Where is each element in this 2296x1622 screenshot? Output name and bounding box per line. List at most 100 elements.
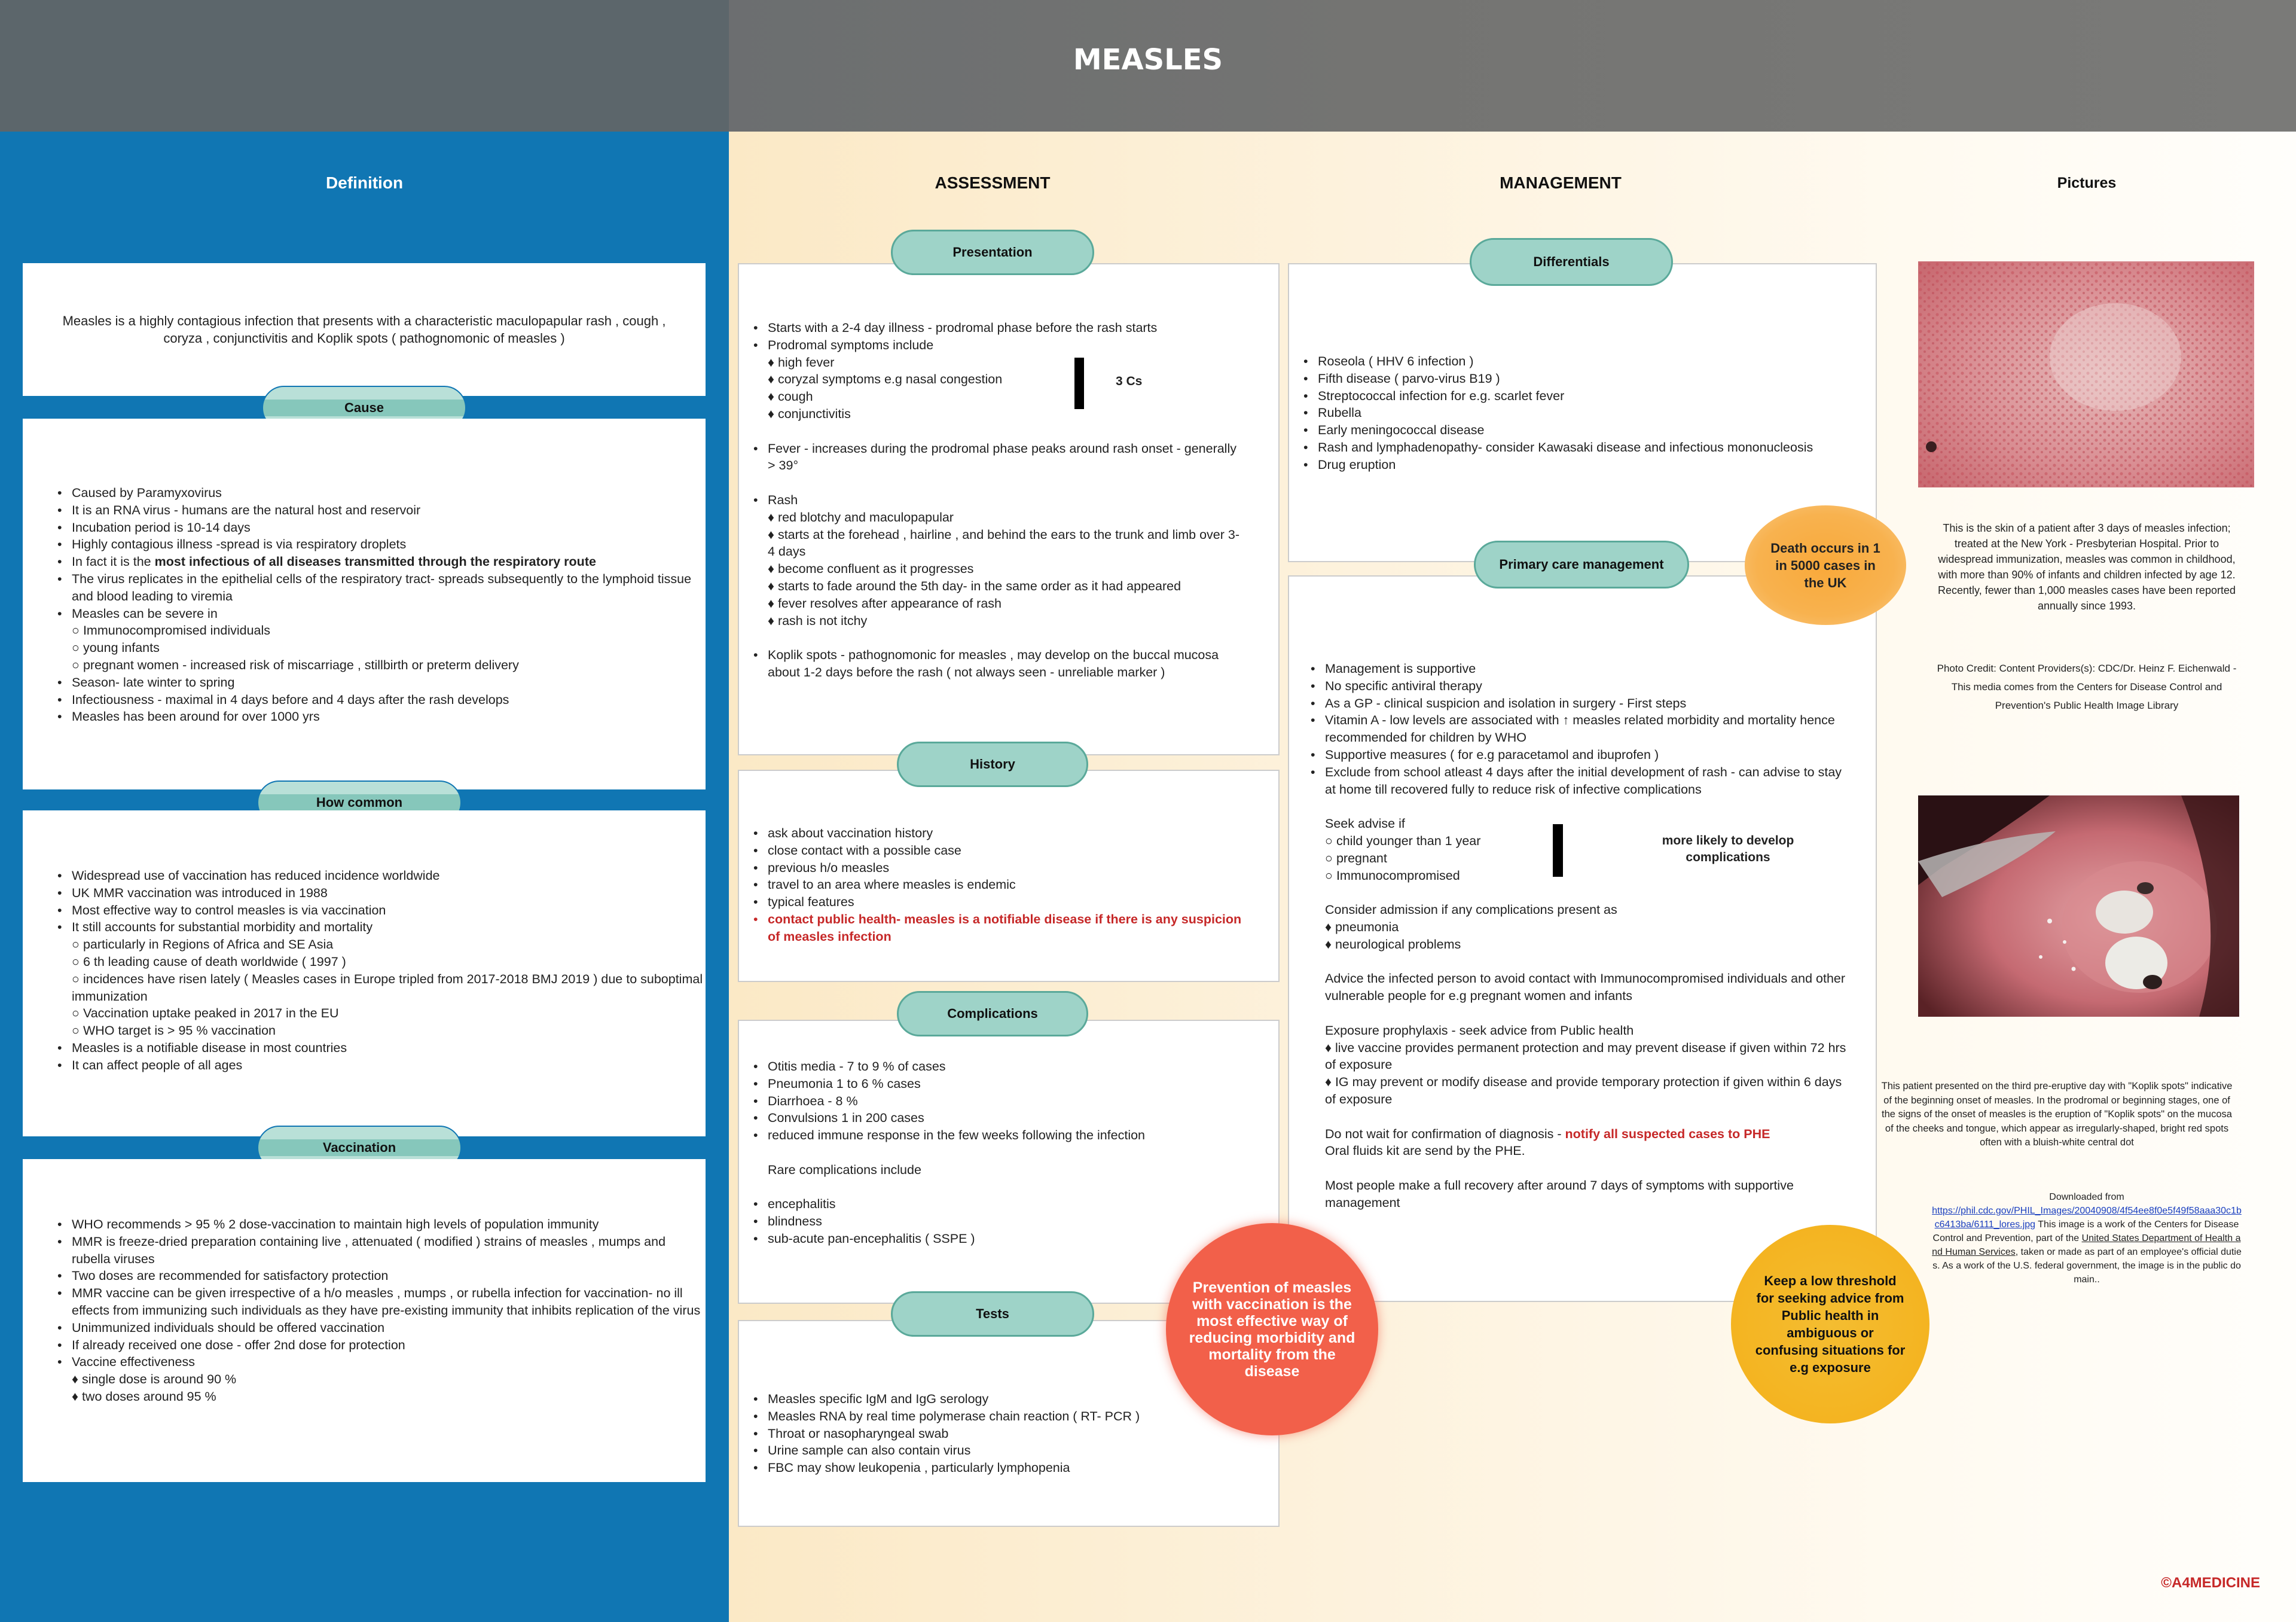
differentials-item: Streptococcal infection for e.g. scarlet…	[1301, 388, 1852, 405]
vaccination-item: WHO recommends > 95 % 2 dose-vaccination…	[55, 1216, 706, 1233]
likely-bracket	[1553, 824, 1563, 877]
presentation-item: ♦ high fever	[768, 355, 835, 370]
how-common-item: ○ 6 th leading cause of death worldwide …	[72, 954, 346, 969]
cause-item: Highly contagious illness -spread is via…	[55, 536, 706, 553]
primary-care-item: Exposure prophylaxis - seek advice from …	[1325, 1023, 1634, 1038]
complications-item: sub-acute pan-encephalitis ( SSPE )	[751, 1230, 1242, 1248]
vaccination-item: Vaccine effectiveness	[55, 1353, 706, 1371]
history-item: ask about vaccination history	[751, 825, 1242, 842]
primary-care-item: ○ child younger than 1 year	[1325, 833, 1481, 848]
primary-care-item: ♦ pneumonia	[1325, 919, 1399, 934]
likely-complications-label: more likely to develop complications	[1662, 834, 1794, 864]
downloaded-from-label: Downloaded from	[2049, 1192, 2124, 1202]
complications-label: Complications	[897, 991, 1088, 1036]
primary-care-item: ♦ live vaccine provides permanent protec…	[1325, 1040, 1846, 1072]
presentation-item	[751, 629, 1242, 647]
primary-care-item: Management is supportive	[1308, 660, 1852, 678]
presentation-item: Fever - increases during the prodromal p…	[751, 440, 1242, 475]
koplik-photo-credit: Downloaded from https://phil.cdc.gov/PHI…	[1931, 1190, 2242, 1286]
presentation-item: Koplik spots - pathognomonic for measles…	[751, 647, 1242, 681]
presentation-item	[751, 423, 1242, 440]
presentation-item: ♦ coryzal symptoms e.g nasal congestion	[768, 372, 1003, 387]
presentation-box: Starts with a 2-4 day illness - prodroma…	[738, 263, 1280, 755]
vaccination-item: If already received one dose - offer 2nd…	[55, 1337, 706, 1354]
history-item: travel to an area where measles is endem…	[751, 876, 1242, 894]
presentation-item: Rash	[751, 492, 1242, 509]
primary-care-label: Primary care management	[1474, 541, 1689, 589]
presentation-item: ♦ starts to fade around the 5th day- in …	[768, 578, 1181, 593]
tests-item: Urine sample can also contain virus	[751, 1442, 1242, 1459]
cause-item: It is an RNA virus - humans are the natu…	[55, 502, 706, 519]
complications-item: Rare complications include	[768, 1162, 921, 1177]
page-title: MEASLES	[1073, 43, 1223, 77]
cause-item: Incubation period is 10-14 days	[55, 519, 706, 536]
how-common-item: Widespread use of vaccination has reduce…	[55, 867, 706, 885]
differentials-label: Differentials	[1470, 238, 1673, 286]
rash-photo-caption: This is the skin of a patient after 3 da…	[1938, 522, 2236, 612]
copyright-label: ©A4MEDICINE	[2161, 1575, 2260, 1591]
image-source-link[interactable]: https://phil.cdc.gov/PHIL_Images/2004090…	[1932, 1206, 2242, 1230]
complications-item	[751, 1179, 1242, 1196]
how-common-item: UK MMR vaccination was introduced in 198…	[55, 885, 706, 902]
primary-care-item	[1308, 1160, 1852, 1177]
how-common-item: ○ Vaccination uptake peaked in 2017 in t…	[72, 1006, 339, 1021]
tests-item: Measles specific IgM and IgG serology	[751, 1391, 1242, 1408]
cause-item: Measles has been around for over 1000 yr…	[55, 708, 706, 725]
primary-care-item: As a GP - clinical suspicion and isolati…	[1308, 695, 1852, 712]
primary-care-item: Exclude from school atleast 4 days after…	[1308, 764, 1852, 798]
koplik-spots-photo	[1918, 795, 2239, 1017]
complications-list: Otitis media - 7 to 9 % of casesPneumoni…	[751, 1058, 1242, 1248]
how-common-item: ○ particularly in Regions of Africa and …	[72, 937, 334, 952]
history-label: History	[897, 742, 1088, 787]
presentation-label: Presentation	[891, 230, 1094, 275]
cause-item: Season- late winter to spring	[55, 674, 706, 691]
primary-care-item	[1308, 798, 1852, 815]
history-item: close contact with a possible case	[751, 842, 1242, 859]
presentation-item: ♦ become confluent as it progresses	[768, 562, 974, 577]
primary-care-item	[1308, 1005, 1852, 1022]
vaccination-box: WHO recommends > 95 % 2 dose-vaccination…	[23, 1159, 706, 1482]
cause-item: ○ young infants	[72, 641, 160, 655]
cause-item: The virus replicates in the epithelial c…	[55, 571, 706, 605]
presentation-item	[751, 474, 1242, 492]
vaccination-item: MMR is freeze-dried preparation containi…	[55, 1233, 706, 1268]
measles-rash-photo	[1918, 261, 2254, 487]
vaccination-item: MMR vaccine can be given irrespective of…	[55, 1285, 706, 1319]
how-common-item: Measles is a notifiable disease in most …	[55, 1039, 706, 1057]
differentials-item: Rubella	[1301, 404, 1852, 422]
cause-item: ○ pregnant women - increased risk of mis…	[72, 657, 519, 672]
differentials-list: Roseola ( HHV 6 infection )Fifth disease…	[1301, 353, 1852, 474]
presentation-item: ♦ red blotchy and maculopapular	[768, 510, 954, 525]
presentation-item: ♦ rash is not itchy	[768, 613, 868, 628]
differentials-item: Early meningococcal disease	[1301, 422, 1852, 439]
complications-item: blindness	[751, 1213, 1242, 1230]
history-box: ask about vaccination historyclose conta…	[738, 770, 1280, 982]
how-common-box: Widespread use of vaccination has reduce…	[23, 810, 706, 1136]
vaccination-item: ♦ two doses around 95 %	[72, 1389, 216, 1404]
definition-box: Measles is a highly contagious infection…	[23, 263, 706, 396]
history-item: previous h/o measles	[751, 859, 1242, 877]
how-common-list: Widespread use of vaccination has reduce…	[55, 867, 706, 1074]
cause-item: ○ Immunocompromised individuals	[72, 623, 271, 638]
threshold-circle: Keep a low threshold for seeking advice …	[1731, 1225, 1929, 1423]
tests-item: FBC may show leukopenia , particularly l…	[751, 1459, 1242, 1477]
primary-care-item: ♦ neurological problems	[1325, 937, 1461, 952]
primary-care-item: Do not wait for confirmation of diagnosi…	[1325, 1126, 1770, 1141]
primary-care-item: ○ pregnant	[1325, 850, 1387, 865]
differentials-item: Rash and lymphadenopathy- consider Kawas…	[1301, 439, 1852, 456]
three-cs-label: 3 Cs	[1116, 374, 1143, 388]
prevention-circle: Prevention of measles with vaccination i…	[1166, 1223, 1378, 1435]
column-header-pictures: Pictures	[2057, 175, 2117, 191]
how-common-item: Most effective way to control measles is…	[55, 902, 706, 919]
presentation-item: ♦ fever resolves after appearance of ras…	[768, 596, 1002, 611]
primary-care-item: Oral fluids kit are send by the PHE.	[1325, 1144, 1525, 1158]
complications-item: Diarrhoea - 8 %	[751, 1093, 1242, 1110]
definition-text: Measles is a highly contagious infection…	[62, 313, 666, 346]
primary-care-box: Management is supportiveNo specific anti…	[1288, 575, 1877, 1302]
primary-care-item: Supportive measures ( for e.g paracetamo…	[1308, 746, 1852, 764]
complications-item	[751, 1144, 1242, 1161]
differentials-box: Roseola ( HHV 6 infection )Fifth disease…	[1288, 263, 1877, 562]
primary-care-item: Advice the infected person to avoid cont…	[1325, 971, 1846, 1004]
primary-care-item: ○ Immunocompromised	[1325, 868, 1460, 883]
tests-item: Throat or nasopharyngeal swab	[751, 1425, 1242, 1443]
